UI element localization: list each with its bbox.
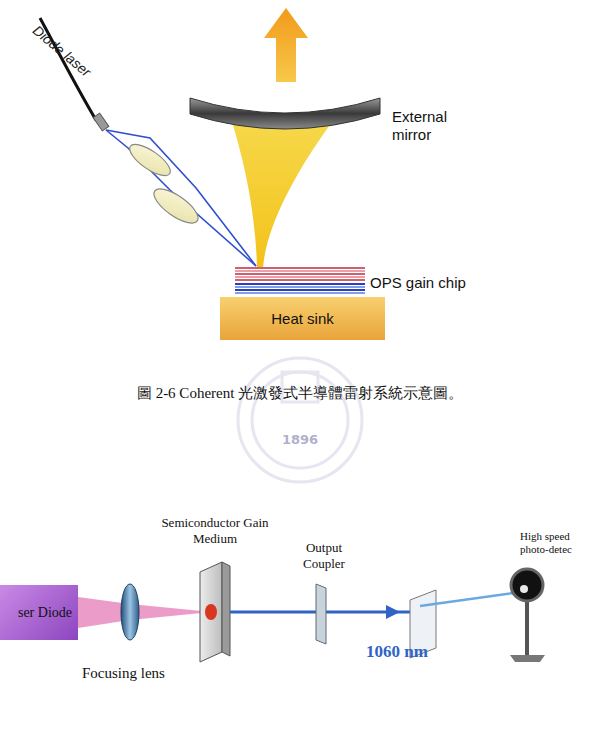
figure-caption: 圖 2-6 Coherent 光激發式半導體雷射系統示意圖。 <box>30 384 570 403</box>
gain-medium-label: Semiconductor Gain Medium <box>160 515 270 546</box>
mirror-label: External mirror <box>392 108 462 144</box>
coupler-label: Output Coupler <box>285 540 363 571</box>
node-text: ser Diode <box>18 605 72 621</box>
source-label: Diode laser <box>29 22 124 106</box>
watermark: 1896 <box>270 432 330 448</box>
lens-label: Focusing lens <box>82 664 202 682</box>
detector-label: High speed photo-detec <box>520 530 592 556</box>
heat-sink-block: Heat sink <box>220 297 385 340</box>
laser-diode-box: ser Diode <box>0 585 78 640</box>
wavelength-label: 1060 nm <box>366 642 466 662</box>
chip-label: OPS gain chip <box>370 274 510 292</box>
node-text: Heat sink <box>271 310 334 327</box>
